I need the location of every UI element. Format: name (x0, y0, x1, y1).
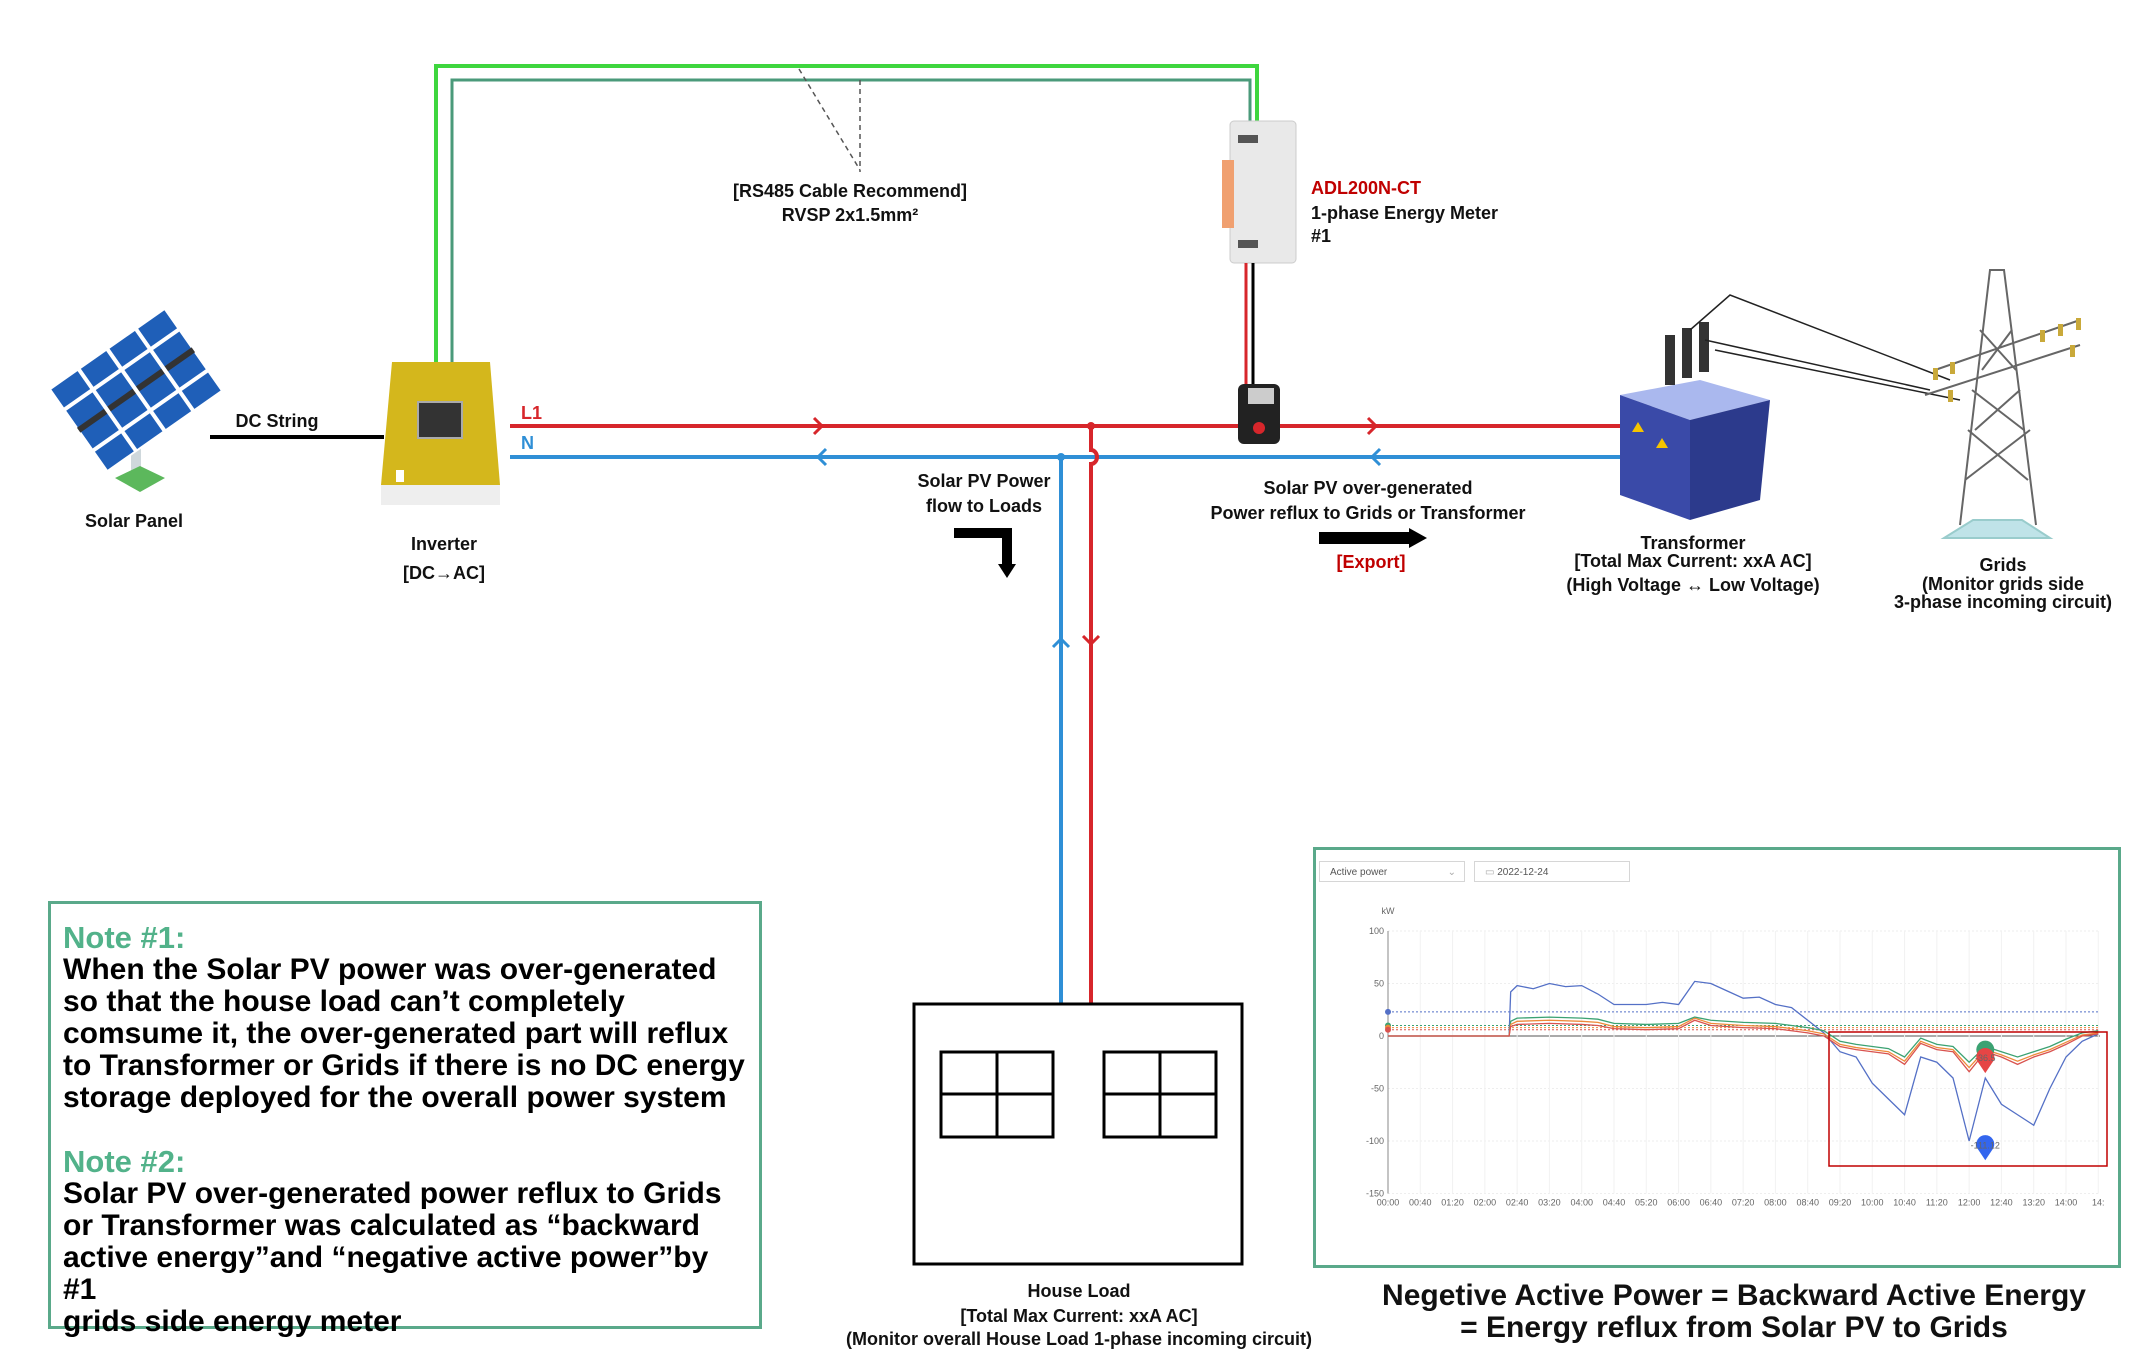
note1-title: Note #1: (63, 920, 186, 955)
note1-line: so that the house load can’t completely (63, 985, 625, 1018)
note2-line: active energy”and “negative active power… (63, 1241, 709, 1306)
export-arrow-icon (1319, 528, 1427, 548)
house-current-label: [Total Max Current: xxA AC] (960, 1306, 1198, 1326)
house-load-label: House Load (1027, 1281, 1131, 1301)
note1-line: When the Solar PV power was over-generat… (63, 953, 717, 986)
note2-title: Note #2: (63, 1144, 186, 1179)
solar-panel-label: Solar Panel (84, 511, 184, 531)
rs485-spec-label: RVSP 2x1.5mm² (781, 205, 919, 225)
house-monitor-label: (Monitor overall House Load 1-phase inco… (845, 1329, 1313, 1349)
meter-type-label: 1-phase Energy Meter (1311, 203, 1499, 223)
l1-arrow-icon (1366, 416, 1379, 436)
solar-panel-icon (48, 307, 224, 492)
grids-circuit-label: 3-phase incoming circuit) (1893, 592, 2113, 612)
flow-to-loads-arrow-icon (954, 528, 1016, 578)
dc-string-label: DC String (235, 411, 319, 431)
l1-drop-line (1089, 426, 1099, 1004)
n-arrow-icon (1369, 447, 1382, 467)
date-picker[interactable]: ▭ 2022-12-24 (1474, 861, 1630, 882)
note2-line: grids side energy meter (63, 1305, 402, 1338)
reflux-label-2: Power reflux to Grids or Transformer (1210, 503, 1526, 523)
caption-line-1: Negetive Active Power = Backward Active … (1382, 1279, 2086, 1312)
metric-dropdown-value: Active power (1330, 867, 1388, 878)
export-label: [Export] (1336, 552, 1406, 572)
transformer-label: Transformer (1640, 533, 1746, 553)
grids-label: Grids (1979, 555, 2027, 575)
transformer-voltage-label: (High Voltage ↔ Low Voltage) (1566, 575, 1820, 595)
note1-line: to Transformer or Grids if there is no D… (63, 1049, 745, 1082)
rs485-cable-b (450, 78, 1252, 362)
meter-number-label: #1 (1311, 226, 1332, 246)
callout-line (798, 68, 861, 171)
inverter-icon (381, 362, 500, 505)
transformer-icon (1620, 322, 1770, 520)
power-grid-tower-icon (1924, 269, 2081, 539)
caption-line-2: = Energy reflux from Solar PV to Grids (1460, 1311, 2008, 1344)
house-load-panel-icon (912, 1002, 1244, 1266)
n-arrow-icon (815, 447, 828, 467)
n-label: N (521, 433, 534, 453)
metric-dropdown[interactable]: Active power ⌄ (1319, 861, 1465, 882)
calendar-icon: ▭ (1485, 867, 1498, 878)
reflux-label: Solar PV over-generated (1263, 478, 1473, 498)
transformer-current-label: [Total Max Current: xxA AC] (1574, 551, 1812, 571)
energy-meter-icon (1222, 120, 1297, 264)
inverter-label: Inverter (410, 534, 478, 554)
notes-box: Note #1: When the Solar PV power was ove… (48, 901, 762, 1338)
pv-flow-label-2: flow to Loads (926, 496, 1042, 516)
note2-line: Solar PV over-generated power reflux to … (63, 1177, 722, 1210)
rs485-cable-a (434, 64, 1259, 362)
chevron-down-icon: ⌄ (1447, 867, 1456, 878)
l1-arrow-icon (812, 416, 825, 436)
meter-model-label: ADL200N-CT (1311, 178, 1422, 198)
date-value: 2022-12-24 (1497, 867, 1549, 878)
note2-line: or Transformer was calculated as “backwa… (63, 1209, 700, 1242)
note1-line: storage deployed for the overall power s… (63, 1081, 727, 1114)
grids-monitor-label: (Monitor grids side (1922, 574, 2084, 594)
note1-line: comsume it, the over-generated part will… (63, 1017, 729, 1050)
l1-down-arrow-icon (1081, 634, 1101, 647)
active-power-chart-panel (1313, 847, 2121, 1268)
l1-label: L1 (521, 403, 543, 423)
n-up-arrow-icon (1051, 636, 1071, 649)
rs485-label: [RS485 Cable Recommend] (732, 181, 968, 201)
inverter-sub-label: [DC→AC] (403, 563, 485, 583)
pv-flow-label: Solar PV Power (917, 471, 1051, 491)
current-transformer-icon (1238, 384, 1280, 444)
